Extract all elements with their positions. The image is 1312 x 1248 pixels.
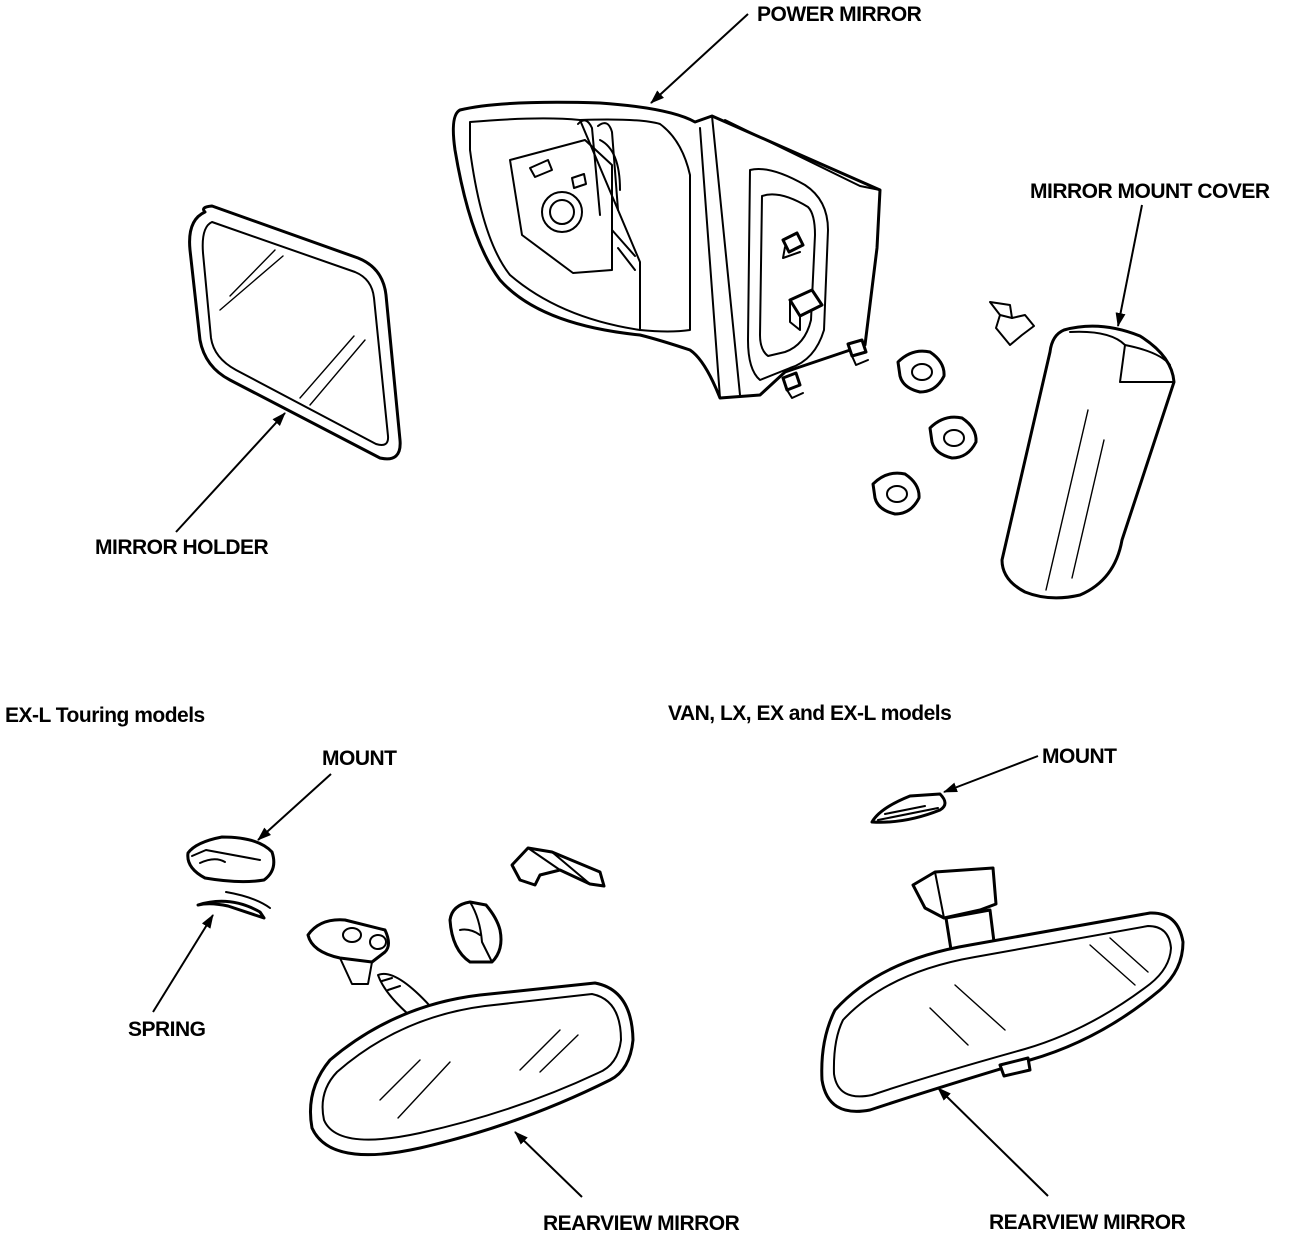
spring-part (196, 891, 271, 920)
mount-left-arrow (257, 773, 332, 841)
power-mirror-arrow (650, 13, 749, 104)
label-ex-l-touring: EX-L Touring models (5, 704, 205, 727)
mirror-mount-cover-part (1000, 324, 1176, 600)
spring-arrow (152, 914, 214, 1013)
rearview-mirror-left-part (308, 981, 635, 1157)
label-van-lx-ex: VAN, LX, EX and EX-L models (668, 702, 951, 725)
rearview-clip-left-2 (510, 846, 606, 888)
rearview-bracket-left (306, 918, 431, 1021)
mirror-mount-cover-arrow (1115, 204, 1143, 327)
rearview-clip-left-1 (448, 900, 503, 964)
label-spring: SPRING (128, 1018, 206, 1041)
label-mount-left: MOUNT (322, 747, 397, 770)
label-power-mirror: POWER MIRROR (757, 3, 922, 26)
label-mirror-mount-cover: MIRROR MOUNT COVER (1030, 180, 1270, 203)
mount-left-part (186, 835, 276, 884)
label-rearview-mirror-left: REARVIEW MIRROR (543, 1212, 740, 1235)
mount-nuts (871, 349, 978, 516)
label-mirror-holder: MIRROR HOLDER (95, 536, 268, 559)
label-mount-right: MOUNT (1042, 745, 1117, 768)
mount-right-part (870, 792, 947, 824)
rearview-right-arrow (937, 1087, 1049, 1197)
rearview-left-arrow (514, 1131, 583, 1198)
rearview-mirror-right-part (820, 866, 1185, 1113)
mirror-holder-part (188, 204, 402, 461)
cover-clip (989, 301, 1035, 346)
mount-right-arrow (943, 755, 1039, 793)
power-mirror-part (451, 100, 882, 400)
label-rearview-mirror-right: REARVIEW MIRROR (989, 1211, 1186, 1234)
mirror-holder-arrow (175, 412, 286, 533)
